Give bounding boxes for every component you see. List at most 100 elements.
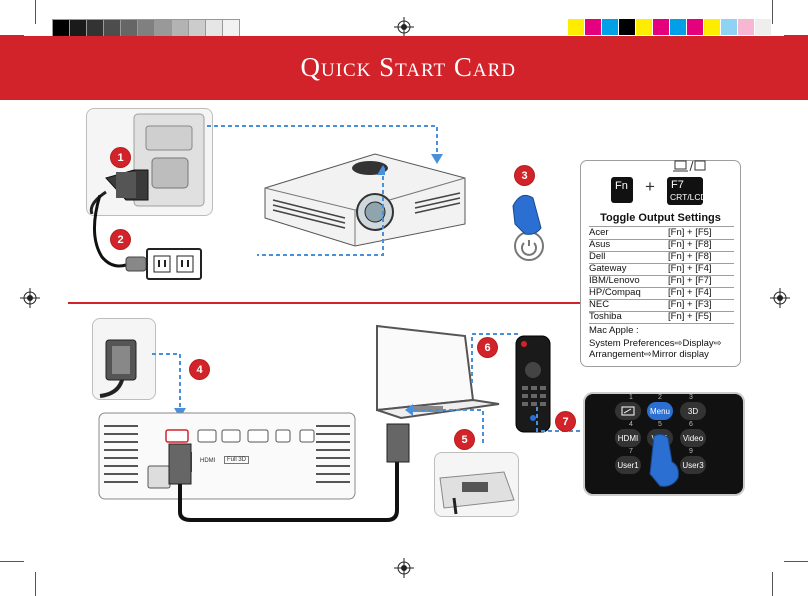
vga-port-closeup (92, 318, 156, 400)
step-badge-7: 7 (556, 412, 575, 431)
title-banner (0, 36, 808, 100)
table-row: Asus [Fn] + [F8] (589, 239, 734, 252)
keys-cell: [Fn] + [F4] (668, 287, 712, 298)
mac-instructions-line1: System Preferences⇨Display⇨ (589, 338, 722, 349)
step-badge-3: 3 (515, 166, 534, 185)
mac-label: Mac Apple : (589, 325, 639, 336)
toggle-output-panel: Fn + F7 CRT/LCD Toggle Output Settings A… (580, 160, 741, 367)
color-swatch (738, 19, 754, 35)
remote-key-video: Video (680, 429, 706, 447)
remote-control-icon (515, 335, 551, 433)
color-swatch (721, 19, 737, 35)
dashed-guide-line (207, 125, 443, 164)
dashed-guide-line (536, 407, 591, 432)
key-number: 9 (689, 448, 693, 455)
brand-cell: Toshiba (589, 311, 622, 322)
key-number: 7 (629, 448, 633, 455)
key-number: 4 (629, 421, 633, 428)
table-row: IBM/Lenovo [Fn] + [F7] (589, 275, 734, 288)
table-row: HP/Compaq [Fn] + [F4] (589, 287, 734, 300)
crop-mark (0, 35, 24, 36)
key-number: 1 (629, 394, 633, 401)
registration-target-icon (20, 288, 40, 308)
f7-key-label: F7 (671, 179, 684, 191)
brand-cell: Dell (589, 251, 606, 262)
color-swatch (120, 19, 138, 37)
toggle-table-title: Toggle Output Settings (600, 212, 721, 224)
remote-key-user1: User1 (615, 456, 641, 474)
table-row: Gateway [Fn] + [F4] (589, 263, 734, 276)
brand-cell: Asus (589, 239, 611, 250)
color-swatch (602, 19, 618, 35)
color-swatch (86, 19, 104, 37)
power-button-press-icon (512, 194, 544, 261)
remote-key-menu: Menu (647, 402, 673, 420)
dashed-guide-line (257, 165, 385, 256)
remote-key-hdmi: HDMI (615, 429, 641, 447)
table-row: NEC [Fn] + [F3] (589, 299, 734, 312)
crop-mark (772, 572, 773, 596)
step-badge-2: 2 (111, 230, 130, 249)
vga-connector-icon (99, 339, 137, 398)
step-badge-1: 1 (111, 148, 130, 167)
dashed-guide-line (471, 333, 518, 386)
color-swatch (103, 19, 121, 37)
fn-key: Fn (611, 177, 633, 203)
table-row: Toshiba [Fn] + [F5] (589, 311, 734, 324)
color-swatch (69, 19, 87, 37)
brand-cell: NEC (589, 299, 610, 310)
registration-target-icon (394, 558, 414, 578)
color-swatch (687, 19, 703, 35)
color-swatch (653, 19, 669, 35)
crop-mark (784, 35, 808, 36)
color-swatch (670, 19, 686, 35)
key-number: 6 (689, 421, 693, 428)
color-swatch (171, 19, 189, 37)
finger-press-icon (649, 433, 679, 487)
crop-mark (35, 0, 36, 24)
color-swatch (704, 19, 720, 35)
keys-cell: [Fn] + [F8] (668, 239, 712, 250)
section-divider (68, 302, 740, 304)
color-swatch (205, 19, 223, 37)
vga-cable (168, 423, 410, 522)
key-number: 5 (658, 421, 662, 428)
page-title: Quick Start Card (300, 52, 516, 82)
keys-cell: [Fn] + [F5] (668, 227, 712, 238)
remote-key-aspect (615, 402, 641, 420)
keys-cell: [Fn] + [F5] (668, 311, 712, 322)
aspect-ratio-icon (621, 406, 635, 416)
color-swatch (585, 19, 601, 35)
color-swatch (188, 19, 206, 37)
hdmi-logo-label: HDMI (200, 458, 216, 464)
key-number: 2 (658, 394, 662, 401)
color-swatch (137, 19, 155, 37)
color-swatch (154, 19, 172, 37)
brand-cell: IBM/Lenovo (589, 275, 640, 286)
keys-cell: [Fn] + [F3] (668, 299, 712, 310)
step-badge-6: 6 (478, 338, 497, 357)
f7-key-sublabel: CRT/LCD (670, 192, 707, 202)
color-swatch (619, 19, 635, 35)
brand-cell: Acer (589, 227, 609, 238)
f7-key: F7 CRT/LCD (667, 177, 707, 205)
table-rule (589, 226, 734, 227)
laptop-vga-port-icon (439, 471, 515, 515)
keys-cell: [Fn] + [F4] (668, 263, 712, 274)
remote-key-user3: User3 (680, 456, 706, 474)
keys-cell: [Fn] + [F8] (668, 251, 712, 262)
crop-mark (0, 561, 24, 562)
step-badge-5: 5 (455, 430, 474, 449)
brand-cell: HP/Compaq (589, 287, 641, 298)
brand-cell: Gateway (589, 263, 627, 274)
mac-instructions-line2: Arrangement⇨Mirror display (589, 349, 709, 360)
remote-key-3d: 3D (680, 402, 706, 420)
table-row: Acer [Fn] + [F5] (589, 227, 734, 240)
power-cord-icon (89, 113, 205, 214)
keys-cell: [Fn] + [F7] (668, 275, 712, 286)
color-swatch (755, 19, 771, 35)
table-row: Dell [Fn] + [F8] (589, 251, 734, 264)
step-badge-4: 4 (190, 360, 209, 379)
registration-target-icon (394, 17, 414, 37)
color-swatch (636, 19, 652, 35)
